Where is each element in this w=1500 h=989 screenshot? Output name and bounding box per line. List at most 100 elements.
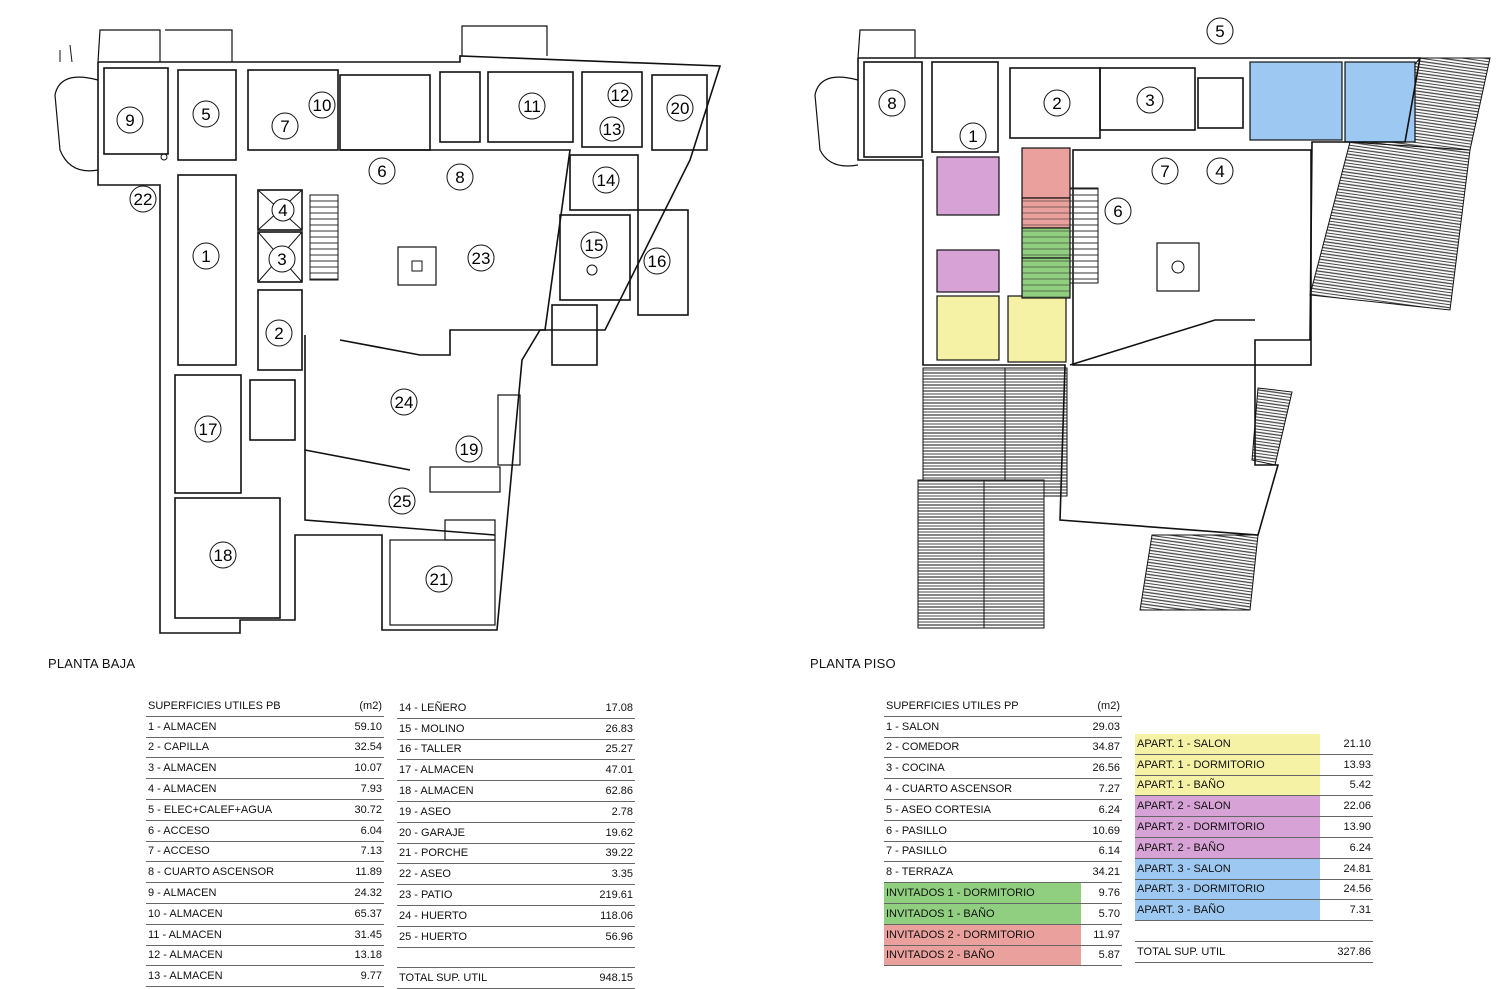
row-label: 14 - LEÑERO <box>397 698 566 719</box>
row-value: 10.69 <box>1081 820 1122 842</box>
svg-text:5: 5 <box>201 105 210 124</box>
row-value: 6.24 <box>1320 837 1373 859</box>
svg-text:4: 4 <box>1215 162 1224 181</box>
room-label-pb-10: 10 <box>308 91 336 119</box>
svg-text:24: 24 <box>395 393 414 412</box>
row-value: 32.54 <box>339 737 384 759</box>
svg-text:17: 17 <box>199 420 218 439</box>
row-value: 56.96 <box>566 926 635 948</box>
room-label-pb-15: 15 <box>580 231 608 259</box>
planta-piso-room-numbers: 1 2 3 4 5 6 7 8 <box>878 17 1234 225</box>
room-label-pb-11: 11 <box>518 92 546 120</box>
row-label: 4 - CUARTO ASCENSOR <box>884 778 1082 800</box>
row-label: 18 - ALMACEN <box>397 780 566 802</box>
svg-text:9: 9 <box>125 111 134 130</box>
row-value: 7.93 <box>339 778 384 800</box>
svg-text:22: 22 <box>134 190 153 209</box>
row-label: APART. 2 - SALON <box>1135 795 1321 818</box>
room-label-pp-6: 6 <box>1104 197 1132 225</box>
unit-header: (m2) <box>339 696 384 717</box>
row-value: 24.32 <box>339 882 384 904</box>
row-value: 10.07 <box>339 757 384 780</box>
row-label: 13 - ALMACEN <box>146 965 340 988</box>
row-value <box>1320 920 1373 942</box>
row-label: INVITADOS 1 - DORMITORIO <box>884 882 1082 904</box>
row-label: 3 - ALMACEN <box>146 757 340 780</box>
row-label: 19 - ASEO <box>397 801 566 823</box>
table-row-empty <box>1135 920 1373 942</box>
room-label-pb-4: 4 <box>271 198 295 222</box>
row-value: 31.45 <box>339 924 384 946</box>
row-value <box>566 947 635 969</box>
svg-text:8: 8 <box>887 94 896 113</box>
row-label: 2 - CAPILLA <box>146 737 340 759</box>
planta-piso-title: PLANTA PISO <box>810 656 896 671</box>
row-label: 21 - PORCHE <box>397 843 566 865</box>
row-value: 24.81 <box>1320 858 1373 880</box>
room-label-pb-21: 21 <box>425 565 453 593</box>
room-label-pp-5: 5 <box>1206 17 1234 45</box>
row-value: 2.78 <box>566 801 635 823</box>
row-value: 62.86 <box>566 780 635 802</box>
row-value: 65.37 <box>339 903 384 925</box>
row-label: APART. 2 - BAÑO <box>1135 837 1321 859</box>
planta-baja-plan <box>54 25 722 634</box>
svg-text:19: 19 <box>460 440 479 459</box>
row-label: 17 - ALMACEN <box>397 759 566 782</box>
row-label: 8 - CUARTO ASCENSOR <box>146 861 340 884</box>
row-value: 21.10 <box>1320 734 1373 755</box>
svg-text:8: 8 <box>455 168 464 187</box>
row-label: 3 - COCINA <box>884 757 1082 780</box>
svg-text:20: 20 <box>671 99 690 118</box>
row-label: 7 - PASILLO <box>884 841 1082 863</box>
room-label-pb-16: 16 <box>643 247 671 275</box>
room-label-pp-4: 4 <box>1206 157 1234 185</box>
svg-text:12: 12 <box>611 86 630 105</box>
row-value: 7.13 <box>339 841 384 863</box>
room-label-pb-5: 5 <box>192 100 220 128</box>
row-label <box>397 947 566 969</box>
room-label-pb-23: 23 <box>467 244 495 272</box>
row-label: 7 - ACCESO <box>146 841 340 863</box>
svg-text:2: 2 <box>274 324 283 343</box>
svg-text:3: 3 <box>277 250 286 269</box>
row-value: 17.08 <box>566 698 635 719</box>
row-label: 20 - GARAJE <box>397 822 566 844</box>
row-value: 5.42 <box>1320 775 1373 797</box>
row-value: 5.70 <box>1081 903 1122 925</box>
room-label-pb-9: 9 <box>116 106 144 134</box>
row-label: 12 - ALMACEN <box>146 945 340 967</box>
row-label: APART. 3 - DORMITORIO <box>1135 879 1321 901</box>
row-value: 34.21 <box>1081 861 1122 884</box>
row-label: 24 - HUERTO <box>397 905 566 927</box>
svg-text:21: 21 <box>430 570 449 589</box>
svg-text:6: 6 <box>1113 202 1122 221</box>
row-label: TOTAL SUP. UTIL <box>1135 941 1321 963</box>
room-label-pb-2: 2 <box>265 319 293 347</box>
planta-baja-title: PLANTA BAJA <box>48 656 136 671</box>
row-label: APART. 3 - SALON <box>1135 858 1321 880</box>
room-label-pb-14: 14 <box>592 166 620 194</box>
row-value: 5.87 <box>1081 945 1122 967</box>
row-label: 6 - ACCESO <box>146 820 340 842</box>
